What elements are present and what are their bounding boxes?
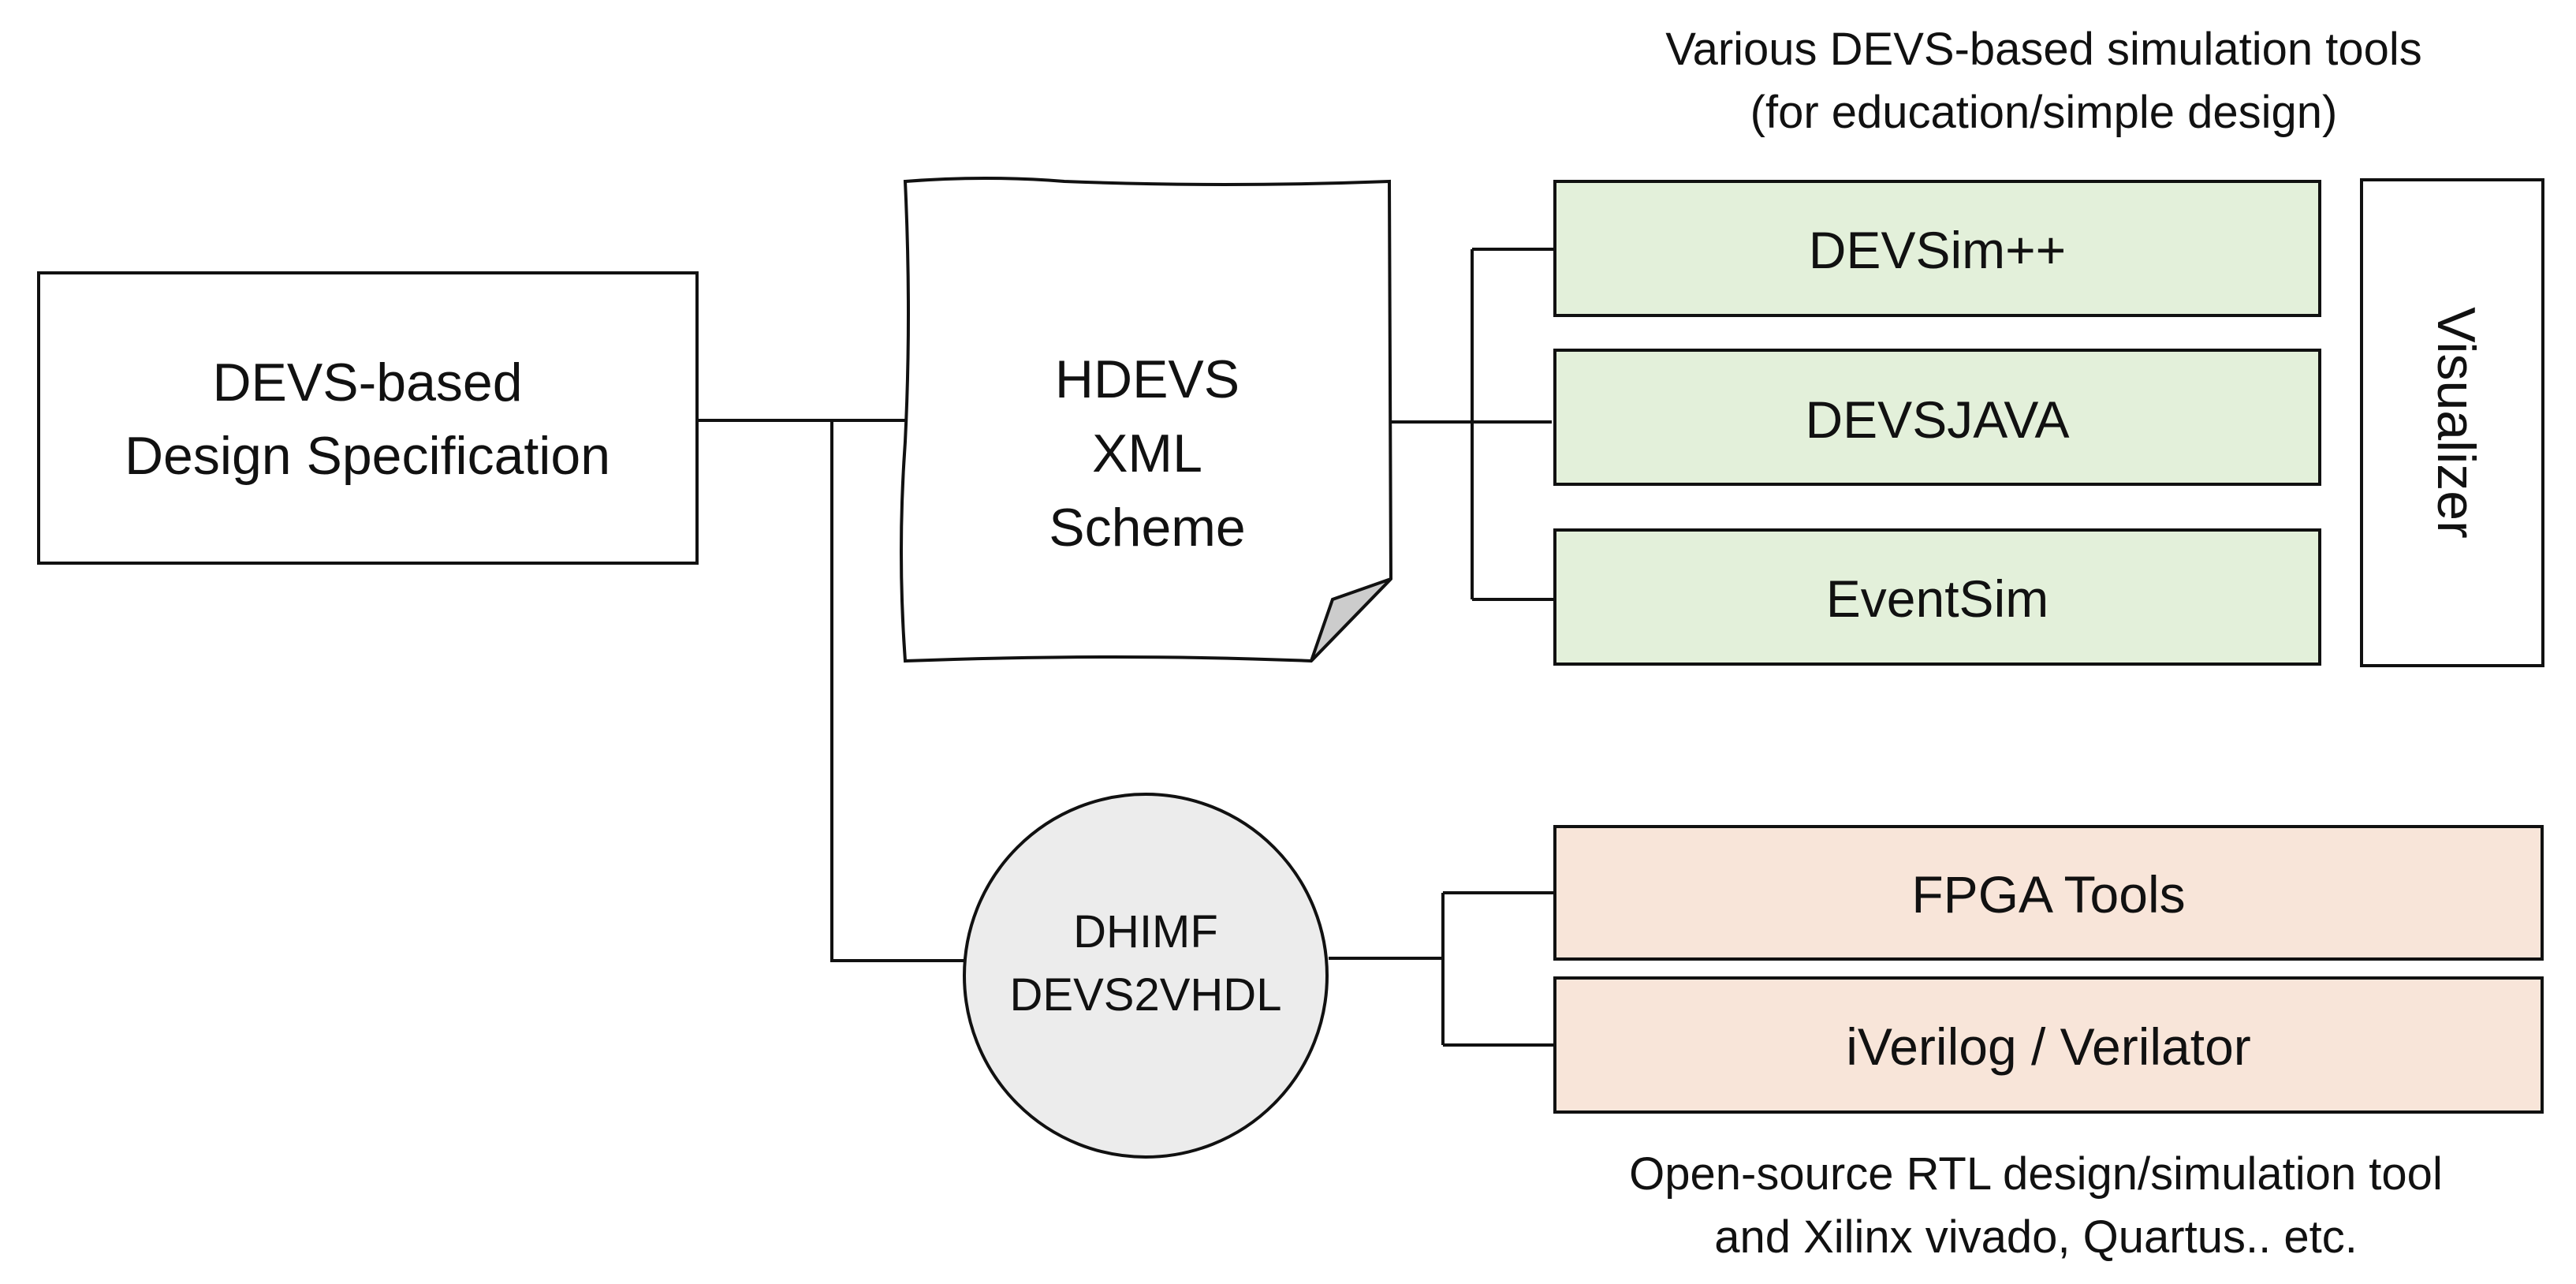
xml-document-line-1: HDEVS: [1055, 349, 1240, 409]
xml-scheme-document: HDEVS XML Scheme: [900, 177, 1393, 663]
sim-tool-label-devsjava: DEVSJAVA: [1806, 390, 2070, 449]
rtl-group-caption-line-2: and Xilinx vivado, Quartus.. etc.: [1714, 1211, 2358, 1263]
sim-tool-eventsim: EventSim: [1553, 528, 2321, 666]
sim-tool-box-eventsim: [1553, 528, 2321, 666]
design-specification-box: [37, 271, 699, 565]
converter-node: DHIMF DEVS2VHDL: [963, 793, 1329, 1159]
xml-to-sim-tools-connector: [1389, 248, 1555, 601]
sim-tool-devsim: DEVSim++: [1553, 180, 2321, 317]
xml-document-line-2: XML: [1092, 424, 1202, 483]
converter-to-rtl-tools-connector: [1329, 891, 1555, 1047]
sim-tool-box-devsjava: [1553, 349, 2321, 486]
converter-line-2: DEVS2VHDL: [1010, 969, 1282, 1021]
design-specification-node: DEVS-based Design Specification: [37, 271, 699, 565]
rtl-group-caption-line-1: Open-source RTL design/simulation tool: [1629, 1148, 2443, 1200]
xml-document-line-3: Scheme: [1049, 498, 1245, 558]
rtl-tool-box-fpga: [1553, 825, 2544, 961]
visualizer-label: Visualizer: [2426, 307, 2486, 539]
rtl-tool-box-iverilog: [1553, 976, 2544, 1114]
rtl-tools-group: FPGA Tools iVerilog / Verilator Open-sou…: [1553, 825, 2544, 1263]
sim-group-caption-line-2: (for education/simple design): [1750, 87, 2338, 138]
sim-tool-devsjava: DEVSJAVA: [1553, 349, 2321, 486]
sim-tool-label-eventsim: EventSim: [1826, 569, 2048, 628]
design-specification-line-1: DEVS-based: [212, 353, 522, 412]
sim-tool-label-devsim: DEVSim++: [1809, 221, 2066, 279]
visualizer-node: Visualizer: [2360, 178, 2544, 667]
rtl-tool-iverilog: iVerilog / Verilator: [1553, 976, 2544, 1114]
visualizer-box: [2360, 178, 2544, 667]
design-specification-line-2: Design Specification: [125, 426, 610, 486]
rtl-tool-fpga: FPGA Tools: [1553, 825, 2544, 961]
simulation-tools-group: Various DEVS-based simulation tools (for…: [1553, 24, 2422, 666]
document-fold-corner-icon: [1310, 577, 1392, 663]
spec-to-converter-connector: [830, 420, 964, 962]
converter-line-1: DHIMF: [1073, 906, 1218, 957]
sim-tool-box-devsim: [1553, 180, 2321, 317]
xml-document-shape: [900, 177, 1393, 663]
rtl-tool-label-iverilog: iVerilog / Verilator: [1846, 1017, 2251, 1076]
connectors: [698, 248, 1555, 1047]
converter-circle: [963, 793, 1329, 1159]
rtl-tool-label-fpga: FPGA Tools: [1911, 865, 2185, 924]
sim-group-caption-line-1: Various DEVS-based simulation tools: [1665, 24, 2422, 75]
